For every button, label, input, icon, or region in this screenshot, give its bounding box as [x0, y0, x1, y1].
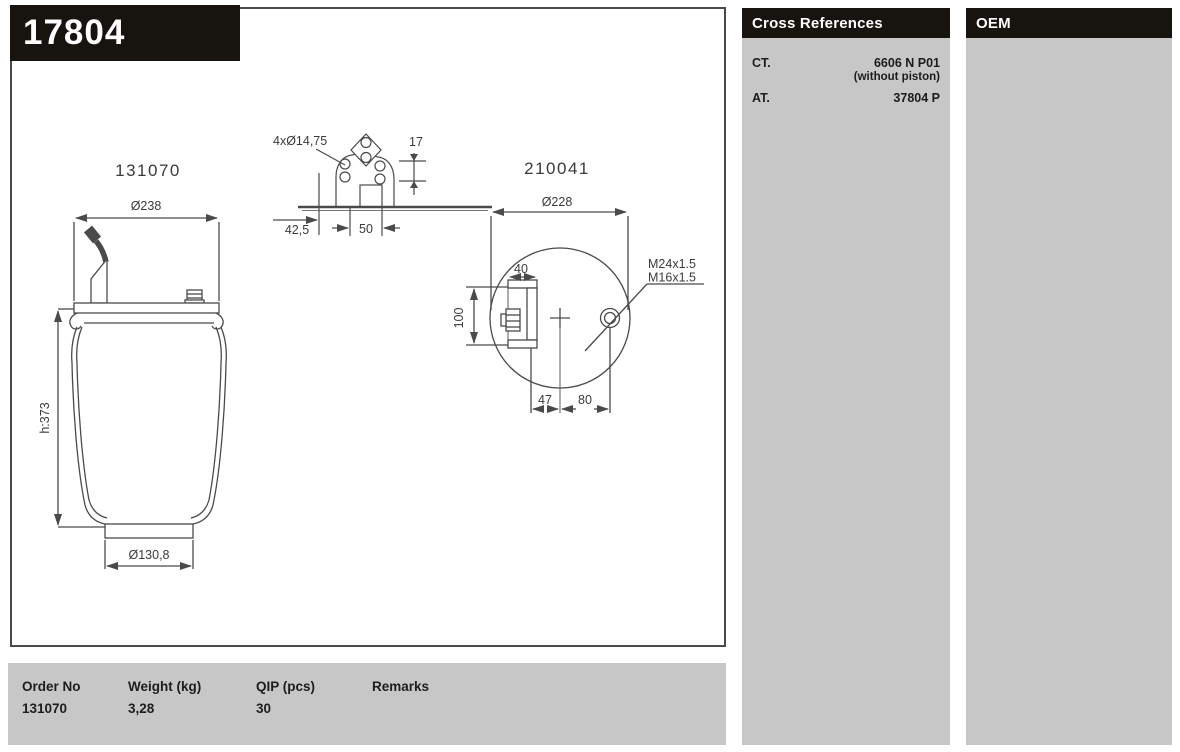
cross-reference-brand: AT.: [752, 91, 770, 105]
remarks-header: Remarks: [372, 679, 430, 694]
cross-reference-row: AT. 37804 P: [752, 91, 940, 105]
piston-bracket-width-label: 40: [514, 262, 528, 276]
bellows-bottom-diameter-label: Ø130,8: [128, 548, 169, 562]
qip-header: QIP (pcs): [256, 679, 316, 694]
part-number: 17804: [23, 13, 126, 52]
oem-body: [966, 38, 1172, 745]
weight-value: 3,28: [128, 701, 155, 716]
piston-drawing: 210041 Ø228 40: [452, 159, 704, 413]
bracket-left-dim-label: 42,5: [285, 223, 309, 237]
bracket-center-dim-label: 50: [359, 222, 373, 236]
piston-bracket-height-label: 100: [452, 308, 466, 329]
cross-references-title: Cross References: [752, 14, 883, 32]
bellows-top-diameter-label: Ø238: [131, 199, 162, 213]
bellows-part-number: 131070: [115, 161, 181, 180]
piston-thread-inner-label: M16x1.5: [648, 271, 696, 285]
cross-references-panel: Cross References CT. 6606 N P01 (without…: [742, 8, 950, 745]
part-number-banner: 17804: [10, 5, 240, 61]
technical-drawing: 131070 Ø238 h:373: [38, 133, 704, 570]
cross-reference-value: 6606 N P01: [873, 56, 940, 70]
piston-dim-80-label: 80: [578, 393, 592, 407]
piston-part-number: 210041: [524, 159, 590, 178]
bracket-top-view-drawing: 4xØ14,75 17 42,5: [273, 133, 492, 237]
order-table-column-weight: Weight (kg) 3,28: [128, 676, 201, 720]
cross-reference-value: 37804 P: [893, 91, 940, 105]
cross-references-header: Cross References: [742, 8, 950, 38]
piston-dim-47-label: 47: [538, 393, 552, 407]
order-no-header: Order No: [22, 679, 81, 694]
piston-thread-outer-label: M24x1.5: [648, 257, 696, 271]
bellows-drawing: 131070 Ø238 h:373: [38, 161, 227, 570]
piston-diameter-label: Ø228: [542, 195, 573, 209]
cross-references-body: CT. 6606 N P01 (without piston) AT. 3780…: [742, 38, 950, 745]
cross-reference-note: (without piston): [853, 71, 940, 83]
oem-title: OEM: [976, 14, 1011, 32]
order-table-column-order-no: Order No 131070: [22, 676, 81, 720]
order-table-column-qip: QIP (pcs) 30: [256, 676, 315, 720]
bracket-holes-label: 4xØ14,75: [273, 134, 327, 148]
order-no-value: 131070: [22, 701, 68, 716]
oem-panel: OEM: [966, 8, 1172, 745]
bellows-height-label: h:373: [38, 402, 52, 433]
bracket-offset-label: 17: [409, 135, 423, 149]
cross-reference-brand: CT.: [752, 56, 771, 70]
qip-value: 30: [256, 701, 272, 716]
order-table: Order No 131070 Weight (kg) 3,28 QIP (pc…: [8, 663, 726, 745]
cross-reference-row: CT. 6606 N P01: [752, 56, 940, 70]
order-table-column-remarks: Remarks: [372, 676, 429, 698]
oem-header: OEM: [966, 8, 1172, 38]
drawing-frame: [10, 7, 726, 647]
weight-header: Weight (kg): [128, 679, 202, 694]
